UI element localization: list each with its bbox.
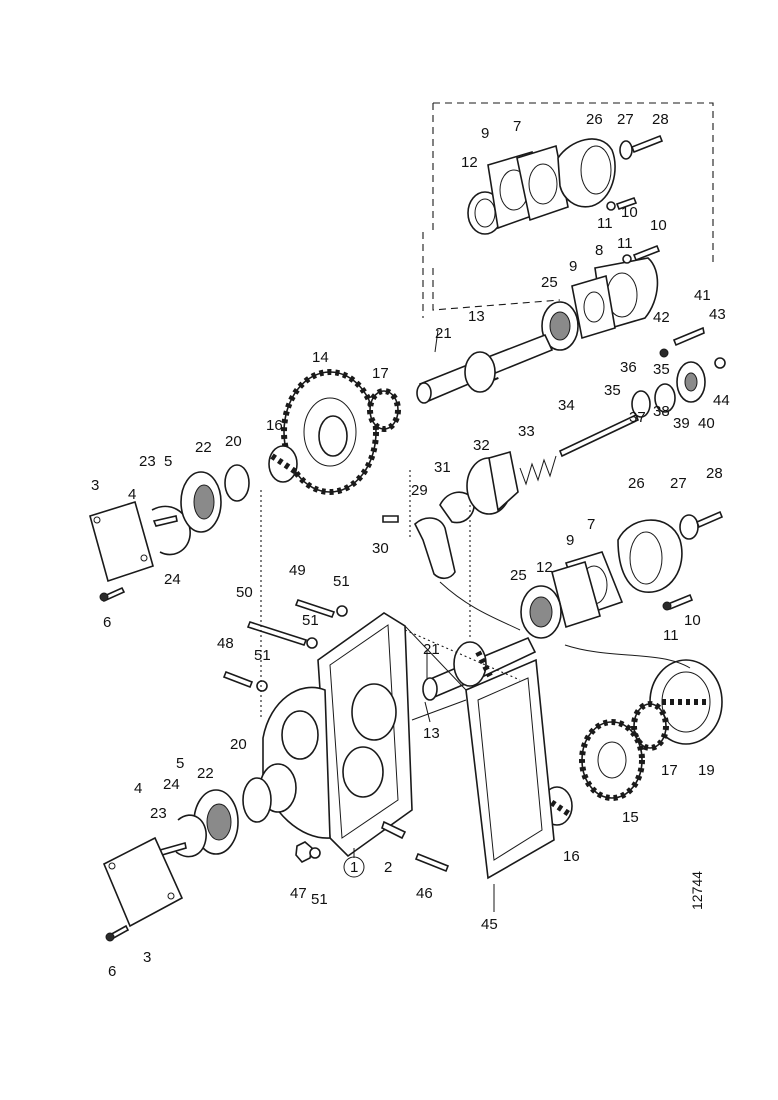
callout-labels: 9 7 26 27 28 12 11 10 10 11 8 9 25 41 43… (91, 111, 730, 980)
callout-19: 19 (698, 762, 715, 779)
callout-21: 21 (423, 641, 440, 658)
callout-11: 11 (597, 215, 613, 232)
shift-mechanism-group (382, 326, 726, 580)
callout-44: 44 (713, 392, 730, 409)
callout-29: 29 (411, 482, 428, 499)
callout-27: 27 (617, 111, 634, 128)
callout-40: 40 (698, 415, 715, 432)
callout-22: 22 (195, 439, 212, 456)
callout-41: 41 (694, 287, 711, 304)
leader-lines (260, 329, 495, 912)
callout-28: 28 (706, 465, 723, 482)
callout-1: 1 (350, 859, 358, 876)
callout-42: 42 (653, 309, 670, 326)
callout-51: 51 (302, 612, 319, 629)
callout-25: 25 (510, 567, 527, 584)
callout-36: 36 (620, 359, 637, 376)
lower-left-cover-group (102, 777, 272, 942)
callout-11: 11 (663, 627, 679, 644)
callout-13: 13 (423, 725, 440, 742)
callout-23: 23 (150, 805, 167, 822)
callout-11: 11 (617, 235, 633, 252)
callout-23: 23 (139, 453, 156, 470)
callout-51: 51 (254, 647, 271, 664)
callout-4: 4 (128, 486, 136, 503)
callout-30: 30 (372, 540, 389, 557)
callout-16: 16 (266, 417, 283, 434)
callout-9: 9 (569, 258, 577, 275)
main-housing (222, 599, 555, 880)
callout-39: 39 (673, 415, 690, 432)
callout-50: 50 (236, 584, 253, 601)
optional-kit-frame (422, 102, 714, 318)
callout-46: 46 (416, 885, 433, 902)
callout-51: 51 (311, 891, 328, 908)
callout-7: 7 (513, 118, 521, 135)
callout-25: 25 (541, 274, 558, 291)
callout-9: 9 (566, 532, 574, 549)
callout-6: 6 (103, 614, 111, 631)
lower-shaft-assembly (422, 581, 723, 826)
callout-26: 26 (628, 475, 645, 492)
upper-flange-kit (467, 134, 664, 235)
callout-5: 5 (164, 453, 172, 470)
lower-flange-kit (520, 510, 724, 639)
mid-flange-group (541, 244, 661, 351)
callout-27: 27 (670, 475, 687, 492)
drawing-number: 12744 (689, 871, 705, 910)
callout-32: 32 (473, 437, 490, 454)
callout-20: 20 (230, 736, 247, 753)
callout-33: 33 (518, 423, 535, 440)
callout-5: 5 (176, 755, 184, 772)
callout-9: 9 (481, 125, 489, 142)
callout-24: 24 (164, 571, 181, 588)
callout-43: 43 (709, 306, 726, 323)
upper-shaft-assembly (268, 333, 554, 495)
callout-48: 48 (217, 635, 234, 652)
upper-left-cover-group (89, 464, 250, 603)
callout-34: 34 (558, 397, 575, 414)
callout-6: 6 (108, 963, 116, 980)
callout-8: 8 (595, 242, 603, 259)
callout-26: 26 (586, 111, 603, 128)
callout-35: 35 (604, 382, 621, 399)
callout-16: 16 (563, 848, 580, 865)
callout-45: 45 (481, 916, 498, 933)
callout-22: 22 (197, 765, 214, 782)
callout-12: 12 (461, 154, 478, 171)
callout-21: 21 (435, 325, 452, 342)
callout-20: 20 (225, 433, 242, 450)
callout-10: 10 (684, 612, 701, 629)
callout-10: 10 (621, 204, 638, 221)
callout-28: 28 (652, 111, 669, 128)
callout-4: 4 (134, 780, 142, 797)
callout-2: 2 (384, 859, 392, 876)
callout-17: 17 (661, 762, 678, 779)
callout-38: 38 (653, 403, 670, 420)
callout-7: 7 (587, 516, 595, 533)
callout-35: 35 (653, 361, 670, 378)
callout-51: 51 (333, 573, 350, 590)
callout-17: 17 (372, 365, 389, 382)
callout-24: 24 (163, 776, 180, 793)
callout-14: 14 (312, 349, 329, 366)
callout-37: 37 (629, 409, 646, 426)
callout-10: 10 (650, 217, 667, 234)
callout-47: 47 (290, 885, 307, 902)
callout-31: 31 (434, 459, 451, 476)
callout-13: 13 (468, 308, 485, 325)
callout-49: 49 (289, 562, 306, 579)
callout-3: 3 (143, 949, 151, 966)
callout-3: 3 (91, 477, 99, 494)
callout-1-circle (343, 856, 365, 878)
callout-12: 12 (536, 559, 553, 576)
callout-15: 15 (622, 809, 639, 826)
